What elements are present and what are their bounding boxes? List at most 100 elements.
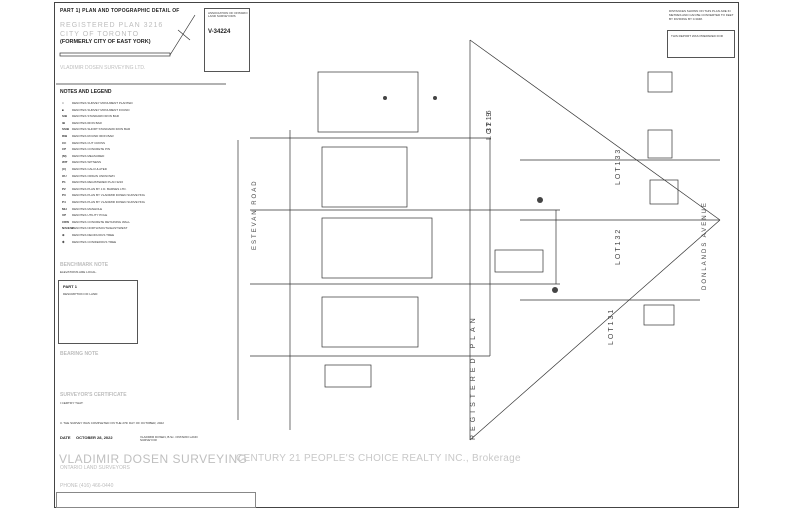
certificate-title: SURVEYOR'S CERTIFICATE	[60, 392, 127, 398]
building-north	[317, 71, 419, 133]
legend-text: DENOTES MEASURED	[72, 153, 105, 158]
legend-item: P2 DENOTES PLAN BY J.D. BARNES LTD.	[62, 186, 127, 191]
registered-plan-label: REGISTERED PLAN	[470, 314, 477, 440]
plan-line: REGISTERED PLAN 3216	[60, 22, 164, 29]
legend-item: ■ DENOTES SURVEY MONUMENT FOUND	[62, 107, 130, 112]
legend-code: UP	[62, 213, 67, 218]
legend-code: CRW	[62, 219, 70, 224]
company-name: VLADIMIR DOSEN SURVEYING	[59, 452, 248, 466]
neighbour-building-2	[647, 129, 673, 159]
stamp-association: ASSOCIATION OF ONTARIO LAND SURVEYORS	[208, 11, 248, 18]
building-upper	[321, 146, 408, 208]
legend-code: SSIB	[62, 127, 70, 132]
legend-text: DENOTES SURVEY MONUMENT PLANTED	[72, 101, 133, 105]
legend-text: DENOTES DECIDUOUS TREE	[72, 233, 115, 237]
legend-text: DENOTES NORTH/SOUTH/EAST/WEST	[72, 226, 128, 231]
legend-item: RIB DENOTES ROUND IRON BAR	[62, 135, 114, 138]
certificate-item-3: 3. THE SURVEY WAS COMPLETED ON THE 27th …	[60, 421, 164, 425]
legend-text: DENOTES MANHOLE	[72, 206, 103, 211]
legend-code: SIB	[62, 114, 68, 119]
legend-text: DENOTES PLAN BY J.D. BARNES LTD.	[72, 186, 127, 191]
legend-text: DENOTES CONIFEROUS TREE	[72, 239, 117, 244]
legend-text: DENOTES REGISTERED PLAN 3216	[72, 180, 124, 185]
legend-text: DENOTES CUT CROSS	[72, 140, 105, 145]
road-right-label: DONLANDS AVENUE	[702, 201, 708, 290]
legend-code: WIT	[62, 160, 68, 165]
legend-code: ⊕	[62, 233, 65, 237]
legend-item: OU DENOTES ORIGIN UNKNOWN	[62, 173, 115, 178]
legend-code: ■	[62, 107, 64, 112]
legend-title: NOTES AND LEGEND	[60, 89, 112, 95]
bearing-title: BEARING NOTE	[60, 351, 99, 357]
legend-item: (C) DENOTES CALCULATED	[62, 168, 107, 171]
legend-text: DENOTES CONCRETE RETAINING WALL	[72, 219, 131, 224]
legend-item: WIT DENOTES WITNESS	[62, 161, 101, 164]
neighbour-building-1	[647, 71, 673, 93]
garage	[494, 249, 544, 273]
legend-code: P4	[62, 200, 66, 204]
legend-text: DENOTES PLAN BY VLADIMIR DOSEN SURVEYING	[72, 193, 145, 198]
part-title: PART 1) PLAN AND TOPOGRAPHIC DETAIL OF	[60, 8, 180, 14]
legend-item: (M)DENOTES MEASURED	[62, 153, 105, 158]
part-1-box: PART 1 DESCRIPTION OF LAND:	[58, 280, 138, 344]
legend-text: DENOTES WITNESS	[72, 160, 102, 165]
legend-text: DENOTES STANDARD IRON BAR	[72, 114, 119, 119]
benchmark-title: BENCHMARK NOTE	[60, 262, 109, 268]
legend-item: CC DENOTES CUT CROSS	[62, 140, 105, 145]
title-block-grid	[56, 492, 256, 508]
legend-text: DENOTES SURVEY MONUMENT FOUND	[72, 107, 130, 112]
legend-text: DENOTES CALCULATED	[72, 167, 107, 171]
legend-code: □	[62, 101, 64, 105]
legend-text: DENOTES ORIGIN UNKNOWN	[72, 173, 115, 178]
firm-line: VLADIMIR DOSEN SURVEYING LTD.	[60, 65, 146, 71]
surveyor-signature: VLADIMIR DOSEN, B.Sc. ONTARIO LAND SURVE…	[140, 435, 198, 442]
legend-code: P2	[62, 186, 66, 191]
company-phone: PHONE (416) 466-0440	[60, 483, 114, 489]
legend-code: P3	[62, 193, 66, 198]
shed	[324, 364, 372, 388]
legend-text: DENOTES IRON BAR	[72, 120, 102, 125]
legend-item: SIB DENOTES STANDARD IRON BAR	[62, 115, 119, 118]
city-line: CITY OF TORONTO	[60, 31, 140, 38]
road-left-label: ESTEVAN ROAD	[252, 179, 258, 250]
legend-item: N/S/E/WDENOTES NORTH/SOUTH/EAST/WEST	[62, 227, 127, 230]
building-middle	[321, 217, 433, 279]
neighbour-building-3	[649, 179, 679, 205]
legend-code: CP	[62, 147, 67, 152]
certify-line: I CERTIFY THAT:	[60, 401, 84, 405]
plan-number-label: 3216	[486, 108, 493, 132]
legend-code: CC	[62, 140, 67, 145]
date-value: OCTOBER 28, 2022	[76, 435, 113, 440]
lot-132-label: LOT132	[615, 227, 622, 265]
legend-code: RIB	[62, 134, 68, 138]
lot-133-label: LOT133	[615, 147, 622, 185]
scale-bar	[59, 52, 171, 57]
oals-stamp: ASSOCIATION OF ONTARIO LAND SURVEYORS V-…	[204, 8, 250, 72]
north-arrow	[169, 14, 196, 56]
legend-text: DENOTES ROUND IRON BAR	[72, 134, 114, 138]
prepared-for-text: THIS REPORT WAS PREPARED FOR	[671, 34, 723, 38]
legend-code: OU	[62, 173, 67, 178]
date-label: DATE	[60, 435, 71, 440]
lot-131-label: LOT131	[608, 307, 615, 345]
legend-code: (C)	[62, 167, 67, 171]
legend-item: P3 DENOTES PLAN BY VLADIMIR DOSEN SURVEYI…	[62, 194, 145, 197]
legend-item: □ DENOTES SURVEY MONUMENT PLANTED	[62, 102, 133, 105]
legend-code: IB	[62, 120, 65, 125]
part-1-text: DESCRIPTION OF LAND:	[63, 292, 99, 296]
legend-text: DENOTES SHORT STANDARD IRON BAR	[72, 127, 131, 132]
lot-line-north	[469, 39, 721, 221]
building-south	[321, 296, 419, 348]
benchmark-text: ELEVATIONS ARE LOCAL.	[60, 270, 97, 274]
drawing-frame	[54, 2, 739, 508]
legend-code: ✱	[62, 239, 65, 244]
company-sub: ONTARIO LAND SURVEYORS	[60, 465, 130, 471]
